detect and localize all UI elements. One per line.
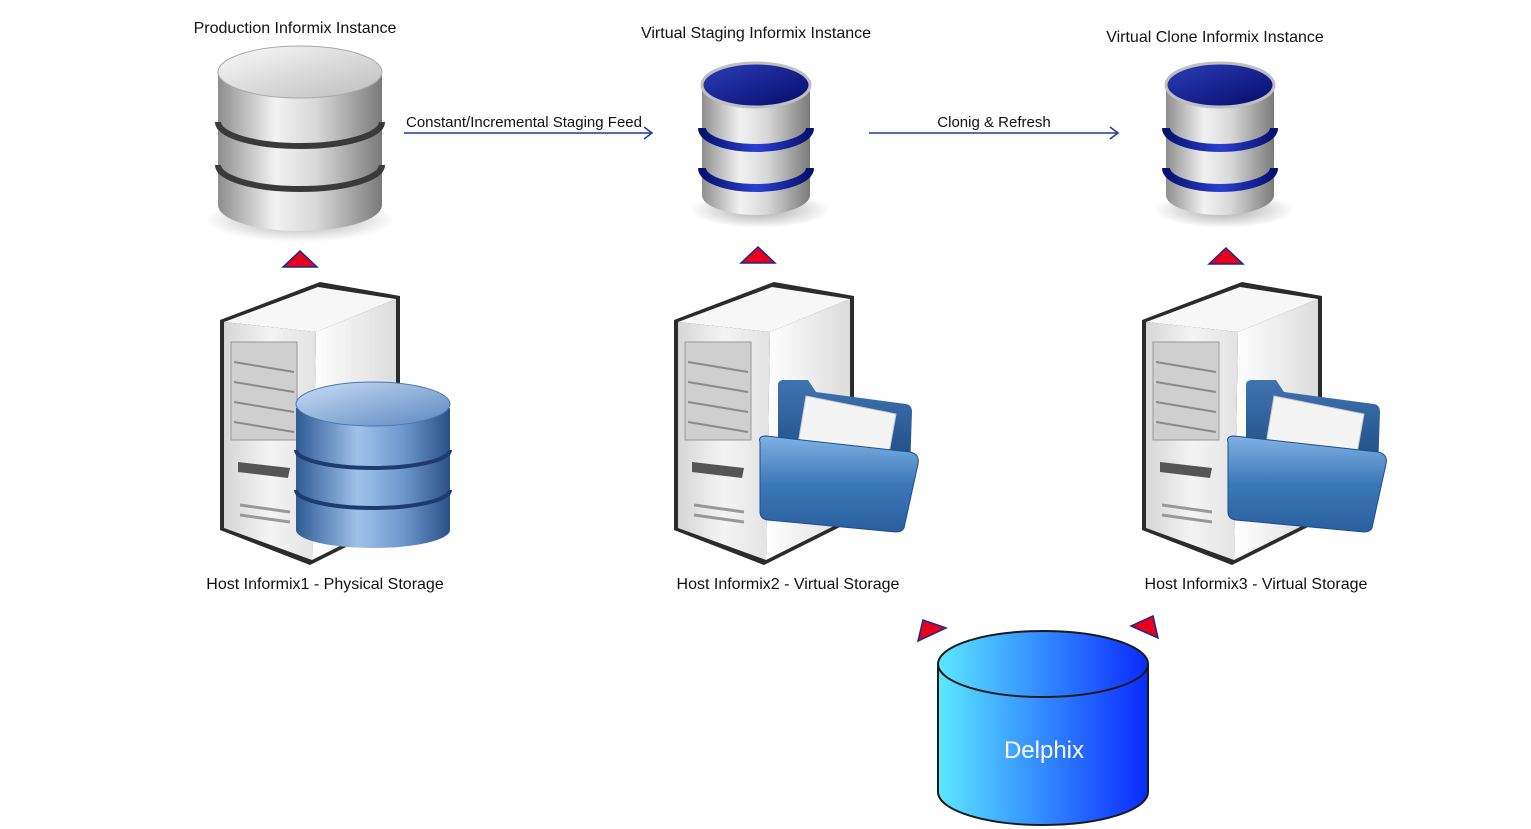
up-triangle-host2 <box>739 245 777 264</box>
staging-db-icon <box>690 61 830 228</box>
delphix-cylinder-icon: Delphix <box>937 630 1149 826</box>
clone-instance-label: Virtual Clone Informix Instance <box>1106 29 1324 46</box>
production-instance-label: Production Informix Instance <box>193 20 397 37</box>
clone-refresh-label: Clonig & Refresh <box>937 114 1051 131</box>
delphix-pointer-host3 <box>1129 614 1160 640</box>
host3-label: Host Informix3 - Virtual Storage <box>1144 576 1368 593</box>
staging-feed-label: Constant/Incremental Staging Feed <box>406 114 642 131</box>
clone-refresh-arrow <box>869 126 1120 140</box>
staging-feed-arrow <box>404 126 654 140</box>
up-triangle-host3 <box>1207 246 1245 265</box>
host2-label: Host Informix2 - Virtual Storage <box>676 576 900 593</box>
staging-instance-label: Virtual Staging Informix Instance <box>640 25 872 42</box>
delphix-pointer-host2 <box>916 619 948 643</box>
delphix-label: Delphix <box>1004 737 1084 764</box>
physical-storage-db-icon <box>294 381 452 548</box>
virtual-storage-folder-2-icon <box>759 380 919 533</box>
up-triangle-host1 <box>281 249 319 268</box>
clone-db-icon <box>1154 61 1294 228</box>
virtual-storage-folder-3-icon <box>1227 380 1387 533</box>
production-db-icon <box>205 45 395 242</box>
host1-label: Host Informix1 - Physical Storage <box>206 576 444 593</box>
